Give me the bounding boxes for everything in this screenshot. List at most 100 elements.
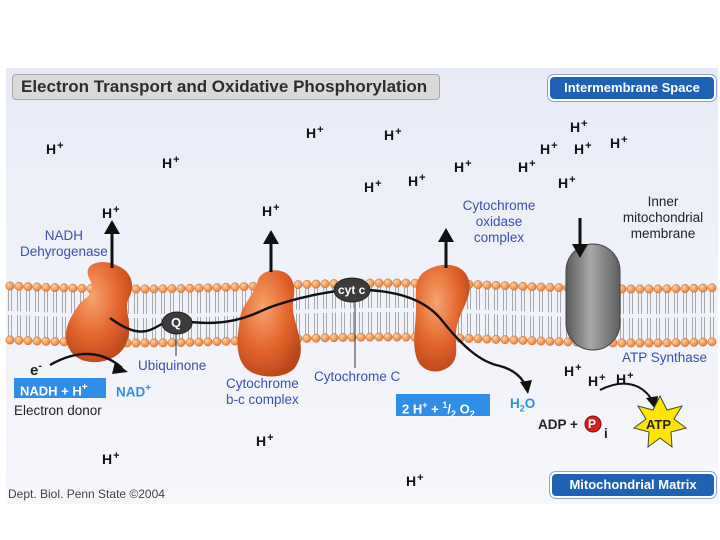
q-label: Q [171, 315, 182, 330]
lipid-head [473, 280, 483, 290]
cytochrome-oxidase-complex [414, 264, 470, 372]
lipid-head [509, 281, 519, 291]
water-eq-plus: + [427, 401, 443, 417]
lipid-tail [188, 292, 192, 339]
lipid-head [140, 338, 150, 348]
lipid-head [176, 338, 186, 347]
intermembrane-space-badge: Intermembrane Space [548, 75, 716, 101]
diagram-title: Electron Transport and Oxidative Phospho… [12, 74, 440, 100]
electron-label: e- [30, 358, 42, 379]
lipid-tail [44, 291, 48, 338]
lipid-head [518, 335, 528, 345]
water-eq-oxygen-sub: 2 [469, 408, 475, 419]
proton-pump-arrow-2 [263, 230, 279, 272]
water-o: O [524, 396, 536, 411]
nad-release-arrow [112, 362, 128, 374]
inner-membrane-line-2: mitochondrial [622, 210, 704, 225]
proton-8: H+ [518, 158, 536, 175]
proton-21: H+ [406, 472, 424, 489]
lipid-head [158, 338, 168, 348]
lipid-head [671, 284, 681, 294]
lipid-head [680, 338, 690, 347]
lipid-head [194, 283, 204, 293]
proton-6: H+ [408, 172, 426, 189]
lipid-head [5, 335, 15, 345]
lipid-head [212, 283, 222, 293]
proton-14: H+ [102, 204, 120, 221]
lipid-head [500, 281, 510, 291]
proton-1: H+ [46, 140, 64, 157]
proton-20: H+ [102, 450, 120, 467]
lipid-tail [647, 292, 651, 339]
nadh-dehydrogenase-line-2: Dehyrogenase [20, 244, 108, 259]
proton-10: H+ [574, 140, 592, 157]
water-arrow [520, 380, 532, 394]
lipid-head [230, 282, 240, 292]
lipid-head [392, 278, 402, 288]
lipid-tail [539, 291, 543, 338]
lipid-head [374, 332, 384, 342]
proton-13: H+ [558, 174, 576, 191]
cytochrome-oxidase-line-3: complex [473, 230, 525, 245]
lipid-head [545, 282, 555, 292]
lipid-head [698, 283, 708, 293]
proton-12: H+ [570, 118, 588, 135]
lipid-head [707, 337, 717, 347]
lipid-tail [557, 291, 561, 338]
ubiquinone-q [161, 311, 193, 335]
lipid-tail [62, 291, 66, 338]
nadh-h-charge: + [81, 382, 88, 393]
atp-star [632, 394, 688, 449]
oxygen-reduction-box: 2 H+ + 1/2 O2 [396, 394, 490, 419]
lipid-tail [323, 287, 327, 334]
atp-label: ATP [646, 417, 672, 432]
lipid-tail [152, 292, 156, 339]
electron-charge: - [38, 360, 43, 372]
lipid-head [473, 334, 483, 344]
lipid-head [194, 337, 204, 347]
lipid-tail [485, 289, 489, 336]
lipid-head [185, 283, 195, 293]
lipid-tail [710, 291, 714, 338]
proton-influx-arrow [572, 218, 588, 258]
lipid-head [50, 337, 60, 347]
lipid-head [302, 333, 312, 343]
lipid-head [635, 338, 645, 348]
lipid-head [527, 336, 537, 346]
lipid-tail [242, 290, 246, 337]
lipid-head [320, 279, 330, 289]
lipid-tail [35, 290, 39, 337]
electron-symbol: e [30, 362, 39, 379]
cytochrome-bc-line-1: Cytochrome [226, 376, 299, 391]
lipid-head [554, 283, 564, 293]
lipid-tail [53, 291, 57, 338]
lipid-head [662, 338, 672, 348]
lipid-head [32, 336, 42, 346]
lipid-head [320, 333, 330, 343]
cytochrome-oxidase-label: Cytochrome oxidase complex [458, 198, 540, 246]
lipid-tail [224, 291, 228, 338]
lipid-head [311, 279, 321, 289]
lipid-tail [620, 292, 624, 339]
water-eq-denominator: 2 [450, 408, 456, 419]
inner-membrane-line-3: membrane [630, 226, 696, 241]
lipid-tail [26, 290, 30, 337]
lipid-head [482, 334, 492, 344]
lipid-head [698, 337, 708, 347]
lipid-head [491, 280, 501, 290]
lipid-head [383, 332, 393, 342]
atp-synthase-label: ATP Synthase [622, 350, 708, 365]
lipid-head [545, 336, 555, 346]
lipid-head [68, 283, 78, 293]
lipid-head [329, 333, 339, 343]
lipid-head [14, 281, 24, 291]
lipid-tail [8, 290, 12, 336]
lipid-tail [179, 292, 183, 339]
lipid-tail [71, 292, 75, 339]
lipid-head [149, 338, 159, 348]
lipid-head [356, 332, 366, 342]
water-sub: 2 [519, 403, 525, 414]
proton-18: H+ [616, 370, 634, 387]
lipid-head [311, 333, 321, 343]
